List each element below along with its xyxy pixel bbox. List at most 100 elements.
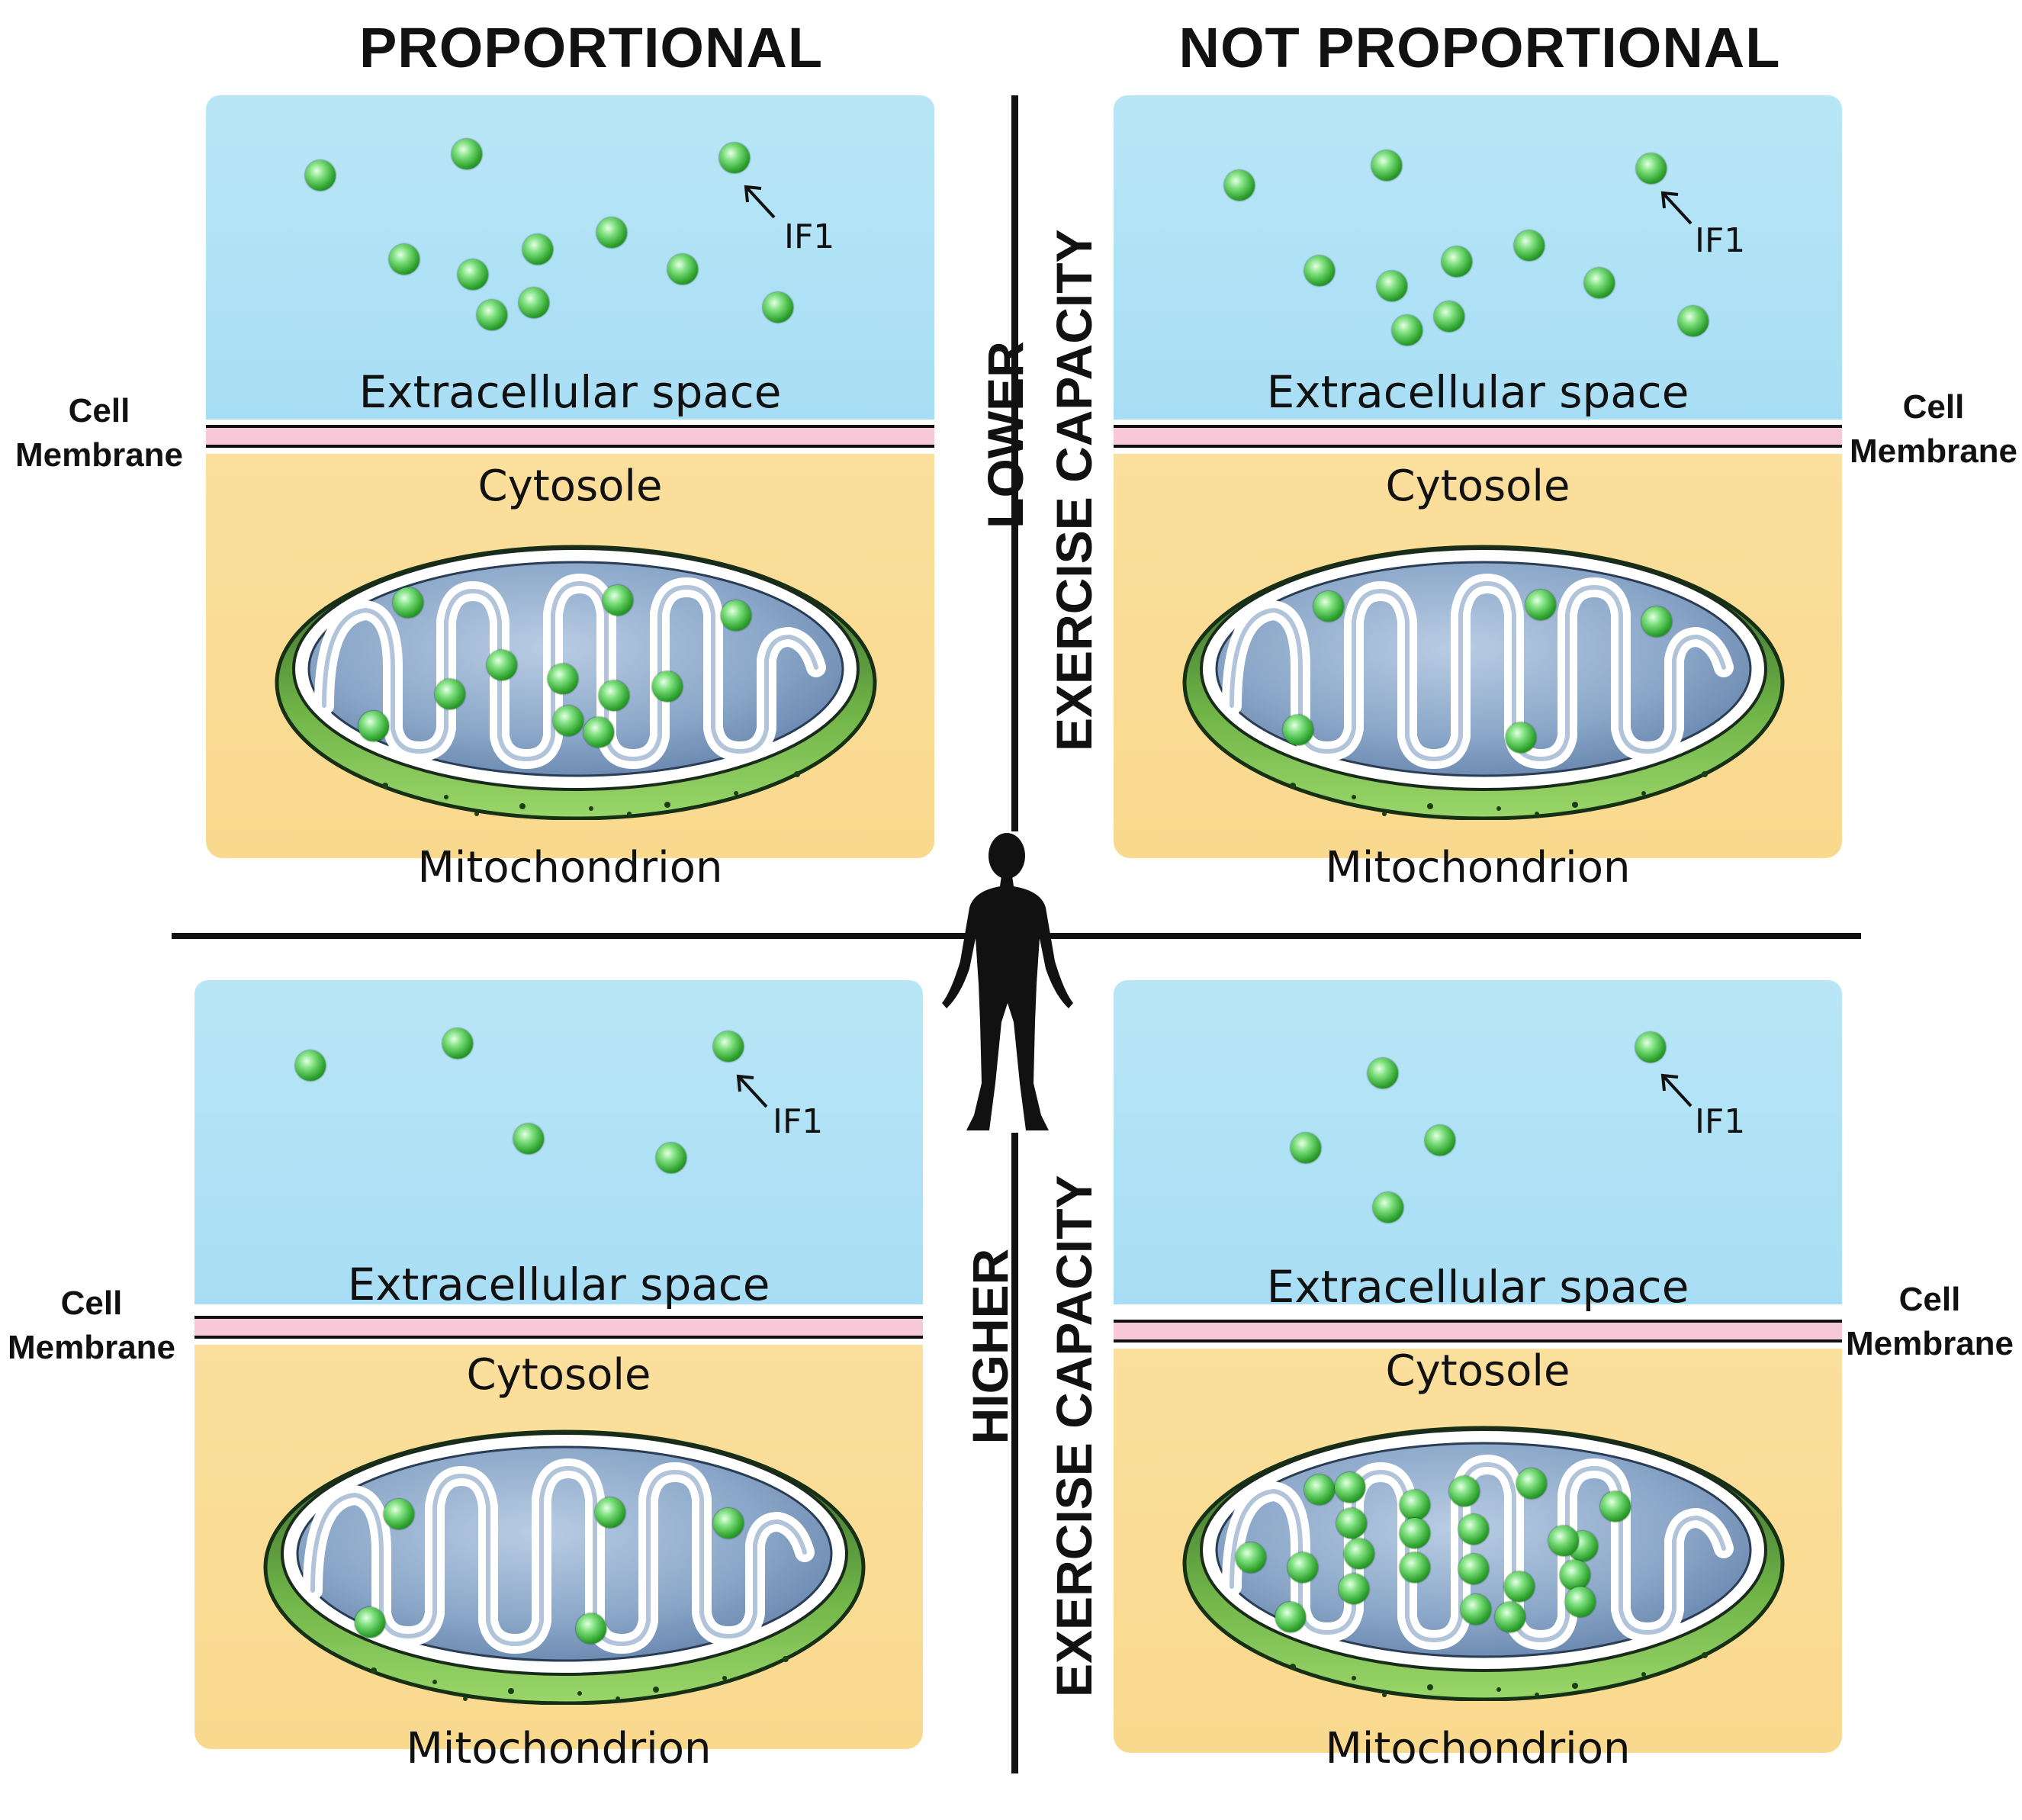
panel-lower-proportional: Extracellular space Cytosole Mitochondri… — [206, 95, 934, 904]
if1-particle — [596, 217, 627, 248]
if1-particle — [1442, 246, 1472, 277]
if1-particle — [1560, 1560, 1590, 1590]
if1-particle — [1336, 1508, 1367, 1539]
if1-particle — [458, 259, 488, 290]
if1-particle — [1304, 1474, 1335, 1505]
human-silhouette-icon — [942, 833, 1073, 1130]
cell-membrane-label: Cell Membrane — [1846, 385, 2021, 474]
row-label-lower: LOWER — [977, 341, 1034, 529]
if1-particle — [595, 1497, 625, 1528]
cell-membrane-label-line2: Membrane — [1845, 1325, 2014, 1362]
if1-particle — [1291, 1133, 1321, 1163]
cytosol-label: Cytosole — [1385, 1346, 1570, 1396]
if1-particle — [1584, 268, 1615, 298]
if1-particle — [1304, 256, 1335, 286]
cytosol-label: Cytosole — [1385, 461, 1570, 511]
if1-particle — [513, 1124, 544, 1154]
if1-particle — [1400, 1552, 1430, 1583]
vertical-axis-line-bottom — [1011, 1133, 1018, 1773]
cell-membrane-label-line2: Membrane — [1849, 432, 2018, 470]
if1-particle — [1635, 1032, 1666, 1063]
mitochondrion — [1178, 1411, 1789, 1701]
vertical-axis-line-top — [1011, 95, 1018, 831]
if1-particle — [1600, 1491, 1631, 1522]
if1-particle — [358, 711, 389, 741]
if1-particle — [1641, 606, 1672, 637]
if1-particle — [1504, 1571, 1535, 1602]
cell-membrane-label-line1: Cell — [1902, 388, 1965, 426]
if1-label: IF1 — [1695, 1102, 1746, 1141]
if1-particle — [452, 139, 482, 169]
if1-particle — [1678, 306, 1709, 336]
if1-particle — [1344, 1539, 1374, 1569]
if1-particle — [1548, 1526, 1579, 1556]
arrow-icon — [1660, 191, 1693, 225]
if1-particle — [548, 664, 578, 694]
if1-particle — [763, 292, 793, 323]
row-label-higher-capacity: EXERCISE CAPACITY — [1046, 1175, 1102, 1697]
extracellular-space-label: Extracellular space — [347, 1259, 770, 1310]
if1-particle — [1283, 715, 1313, 745]
arrow-icon — [744, 185, 776, 219]
if1-particle — [1392, 315, 1422, 346]
if1-particle — [721, 600, 751, 631]
if1-particle — [1400, 1518, 1430, 1548]
if1-particle — [553, 706, 583, 736]
if1-particle — [1224, 170, 1255, 201]
cell-membrane-label-line1: Cell — [68, 392, 130, 429]
cytosol-label: Cytosole — [477, 461, 663, 511]
extracellular-space — [1114, 95, 1842, 420]
if1-label: IF1 — [1695, 221, 1746, 260]
if1-particle — [522, 234, 553, 265]
if1-particle — [1565, 1587, 1596, 1617]
if1-particle — [1449, 1476, 1480, 1506]
if1-particle — [1368, 1058, 1398, 1088]
if1-particle — [652, 671, 683, 702]
if1-particle — [576, 1613, 606, 1644]
row-label-lower-capacity: EXERCISE CAPACITY — [1046, 229, 1102, 751]
if1-particle — [1313, 591, 1344, 622]
mitochondrion-label: Mitochondrion — [1325, 843, 1631, 892]
cell-membrane-label-line1: Cell — [1898, 1281, 1961, 1318]
if1-label: IF1 — [773, 1102, 824, 1141]
mitochondrion — [1178, 530, 1789, 820]
if1-particle — [667, 254, 698, 285]
if1-particle — [435, 679, 465, 709]
column-title-proportional: PROPORTIONAL — [358, 16, 824, 79]
if1-particle — [389, 244, 420, 275]
cell-membrane-label-line2: Membrane — [14, 436, 184, 474]
panel-lower-not-proportional: Extracellular space Cytosole Mitochondri… — [1114, 95, 1842, 904]
if1-particle — [1458, 1554, 1489, 1584]
if1-particle — [1495, 1602, 1525, 1632]
if1-particle — [1373, 1192, 1403, 1223]
cell-membrane-label: Cell Membrane — [1842, 1278, 2017, 1366]
if1-particle — [1275, 1602, 1306, 1632]
if1-particle — [713, 1031, 744, 1062]
if1-particle — [1287, 1552, 1318, 1583]
if1-particle — [713, 1508, 744, 1539]
if1-particle — [1525, 590, 1556, 620]
if1-particle — [1461, 1594, 1491, 1625]
extracellular-space-label: Extracellular space — [358, 366, 782, 418]
cell-membrane — [206, 425, 934, 448]
if1-particle — [1335, 1472, 1365, 1503]
if1-particle — [1371, 150, 1402, 181]
if1-particle — [305, 160, 336, 191]
if1-particle — [719, 143, 750, 173]
mitochondrion — [259, 1415, 870, 1705]
if1-particle — [1339, 1574, 1369, 1604]
panel-higher-proportional: Extracellular space Cytosole Mitochondri… — [194, 980, 923, 1789]
row-label-higher: HIGHER — [962, 1248, 1018, 1445]
if1-particle — [1236, 1542, 1266, 1573]
if1-particle — [393, 587, 423, 618]
if1-particle — [1400, 1490, 1430, 1520]
if1-particle — [656, 1143, 686, 1173]
if1-particle — [355, 1607, 385, 1638]
if1-particle — [1514, 230, 1545, 261]
extracellular-space — [206, 95, 934, 420]
if1-particle — [487, 650, 517, 680]
extracellular-space — [194, 980, 923, 1304]
if1-particle — [1434, 301, 1464, 332]
mitochondrion-label: Mitochondrion — [406, 1724, 712, 1773]
cell-membrane — [1114, 425, 1842, 448]
